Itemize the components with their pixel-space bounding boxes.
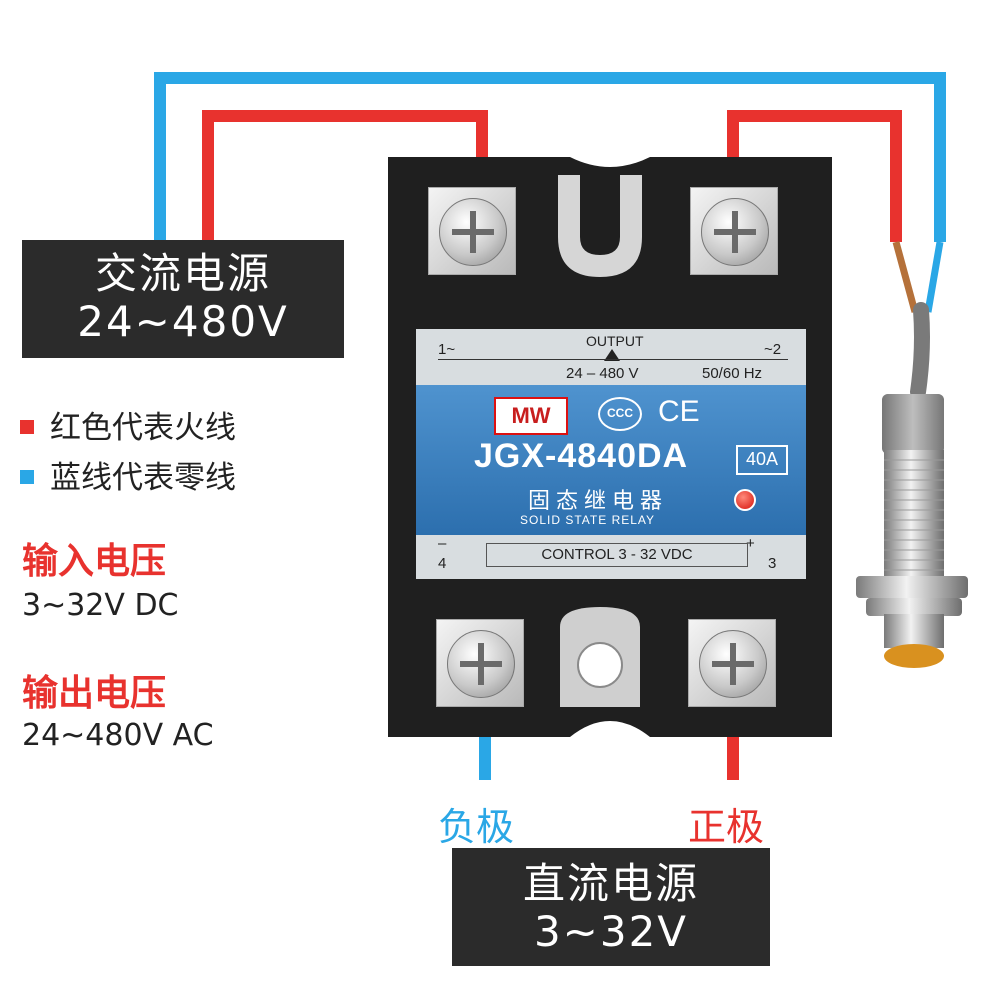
sensor-wire-brown xyxy=(892,241,919,313)
status-led-icon xyxy=(734,489,756,511)
legend-red-label: 红色代表火线 xyxy=(50,410,236,446)
output-line xyxy=(438,359,788,360)
sensor-cable xyxy=(910,302,930,400)
dc-source-voltage: 3~32V xyxy=(533,907,689,956)
brand-logo: MW xyxy=(494,397,568,435)
terminal-2-screw xyxy=(690,187,778,275)
negative-pole-label: 负极 xyxy=(438,805,515,849)
ac-power-source-box: 交流电源 24~480V xyxy=(22,240,344,358)
ccc-mark-icon: CCC xyxy=(598,397,642,431)
terminal-2-label: ~2 xyxy=(764,341,782,358)
ccc-mark-text: CCC xyxy=(607,406,633,420)
relay-label-panel: 1~ OUTPUT ~2 24 – 480 V 50/60 Hz MW CCC … xyxy=(416,329,806,579)
sensor-wire-blue xyxy=(924,241,944,313)
minus-sign: – xyxy=(438,535,447,552)
frequency-label: 50/60 Hz xyxy=(702,365,763,382)
ac-source-voltage: 24~480V xyxy=(77,297,289,346)
terminal-4-screw xyxy=(436,619,524,707)
ce-mark: CE xyxy=(658,395,700,428)
control-box: CONTROL 3 - 32 VDC xyxy=(486,543,748,567)
brand-logo-text: MW xyxy=(511,403,551,428)
relay-name-cn: 固态继电器 xyxy=(528,488,669,513)
dc-source-title: 直流电源 xyxy=(522,859,699,908)
ac-neutral-wire xyxy=(154,72,946,242)
legend-blue-label: 蓝线代表零线 xyxy=(50,460,236,496)
control-label: CONTROL 3 - 32 VDC xyxy=(541,546,693,563)
terminal-3-screw xyxy=(688,619,776,707)
red-square-icon xyxy=(20,419,34,434)
terminal-3-label: 3 xyxy=(768,555,777,572)
blue-square-icon xyxy=(20,469,34,484)
legend-red: 红色代表火线 xyxy=(20,402,236,447)
output-voltage-value: 24~480V AC xyxy=(22,718,214,753)
output-voltage-label: 24 – 480 V xyxy=(566,365,639,382)
ac-source-title: 交流电源 xyxy=(94,249,271,298)
relay-label-blue-area: MW CCC CE JGX-4840DA 40A 固态继电器 SOLID STA… xyxy=(416,385,806,535)
legend-blue: 蓝线代表零线 xyxy=(20,452,236,497)
proximity-sensor xyxy=(856,394,968,668)
dc-power-source-box: 直流电源 3~32V xyxy=(452,848,770,966)
output-arrow-icon xyxy=(604,349,620,361)
input-voltage-title: 输入电压 xyxy=(22,541,167,582)
plus-sign: + xyxy=(746,535,755,552)
relay-model: JGX-4840DA xyxy=(474,437,689,475)
terminal-1-label: 1~ xyxy=(438,341,456,358)
output-voltage-title: 输出电压 xyxy=(22,673,167,714)
input-voltage-value: 3~32V DC xyxy=(22,588,179,623)
solid-state-relay: 1~ OUTPUT ~2 24 – 480 V 50/60 Hz MW CCC … xyxy=(388,157,832,737)
current-rating: 40A xyxy=(745,449,779,469)
current-rating-box: 40A xyxy=(736,445,788,475)
relay-name-en: SOLID STATE RELAY xyxy=(520,513,656,527)
terminal-1-screw xyxy=(428,187,516,275)
positive-pole-label: 正极 xyxy=(688,805,765,849)
terminal-4-label: 4 xyxy=(438,555,447,572)
output-label: OUTPUT xyxy=(586,333,644,349)
